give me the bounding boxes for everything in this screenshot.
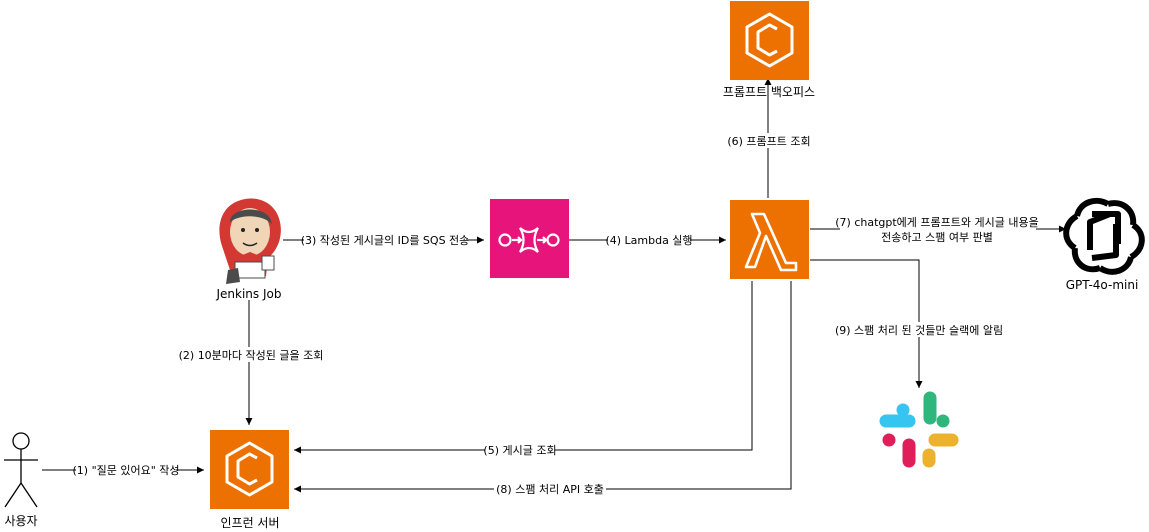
user-stick-figure-icon [4,432,38,508]
lambda-icon [744,212,798,272]
edge-1: (1) "질문 있어요" 작성 [42,462,204,477]
edge-1-label: (1) "질문 있어요" 작성 [72,464,179,477]
backoffice-label: 프롬프트 백오피스 [723,85,815,99]
edge-5-label: (5) 게시글 조회 [483,444,556,457]
ec2-icon [225,441,274,497]
sqs-icon [498,227,560,253]
user-label: 사용자 [4,514,37,528]
backoffice-node: 프롬프트 백오피스 [723,1,815,99]
slack-logo-icon [879,391,959,468]
edge-6-label: (6) 프롬프트 조회 [727,135,810,148]
edge-7: (7) chatgpt에게 프롬프트와 게시글 내용을 전송하고 스팸 여부 판… [810,214,1066,244]
edge-4: (4) Lambda 실행 [567,232,726,247]
server-node: 인프런 서버 [210,430,289,530]
gpt-label: GPT-4o-mini [1066,278,1139,292]
server-label: 인프런 서버 [220,516,279,530]
edge-3-label: (3) 작성된 게시글의 ID를 SQS 전송 [301,234,470,247]
edge-5: (5) 게시글 조회 [294,281,753,457]
user-node: 사용자 [4,432,38,528]
jenkins-butler-icon [219,198,281,284]
openai-logo-icon [1063,197,1145,275]
sqs-background [490,199,569,278]
gpt-node: GPT-4o-mini [1063,197,1145,292]
lambda-node [730,200,809,279]
slack-node [879,391,959,468]
edge-8: (8) 스팸 처리 API 호출 [294,281,792,496]
edge-9-label: (9) 스팸 처리 된 것들만 슬랙에 알림 [835,323,1003,337]
edge-6: (6) 프롬프트 조회 [727,78,811,198]
sqs-node [490,199,569,278]
edge-8-label: (8) 스팸 처리 API 호출 [496,483,604,496]
jenkins-label: Jenkins Job [216,287,282,301]
edge-4-label: (4) Lambda 실행 [605,234,692,247]
edge-7-label-line2: 전송하고 스팸 여부 판별 [881,230,993,244]
edge-7-label-line1: (7) chatgpt에게 프롬프트와 게시글 내용을 [835,216,1038,229]
edge-2-label: (2) 10분마다 작성된 글을 조회 [179,349,324,362]
ec2-icon [745,12,794,68]
edge-2: (2) 10분마다 작성된 글을 조회 [179,300,324,425]
edge-9: (9) 스팸 처리 된 것들만 슬랙에 알림 [810,259,1003,388]
jenkins-node: Jenkins Job [216,198,282,301]
edge-3: (3) 작성된 게시글의 ID를 SQS 전송 [283,232,484,247]
